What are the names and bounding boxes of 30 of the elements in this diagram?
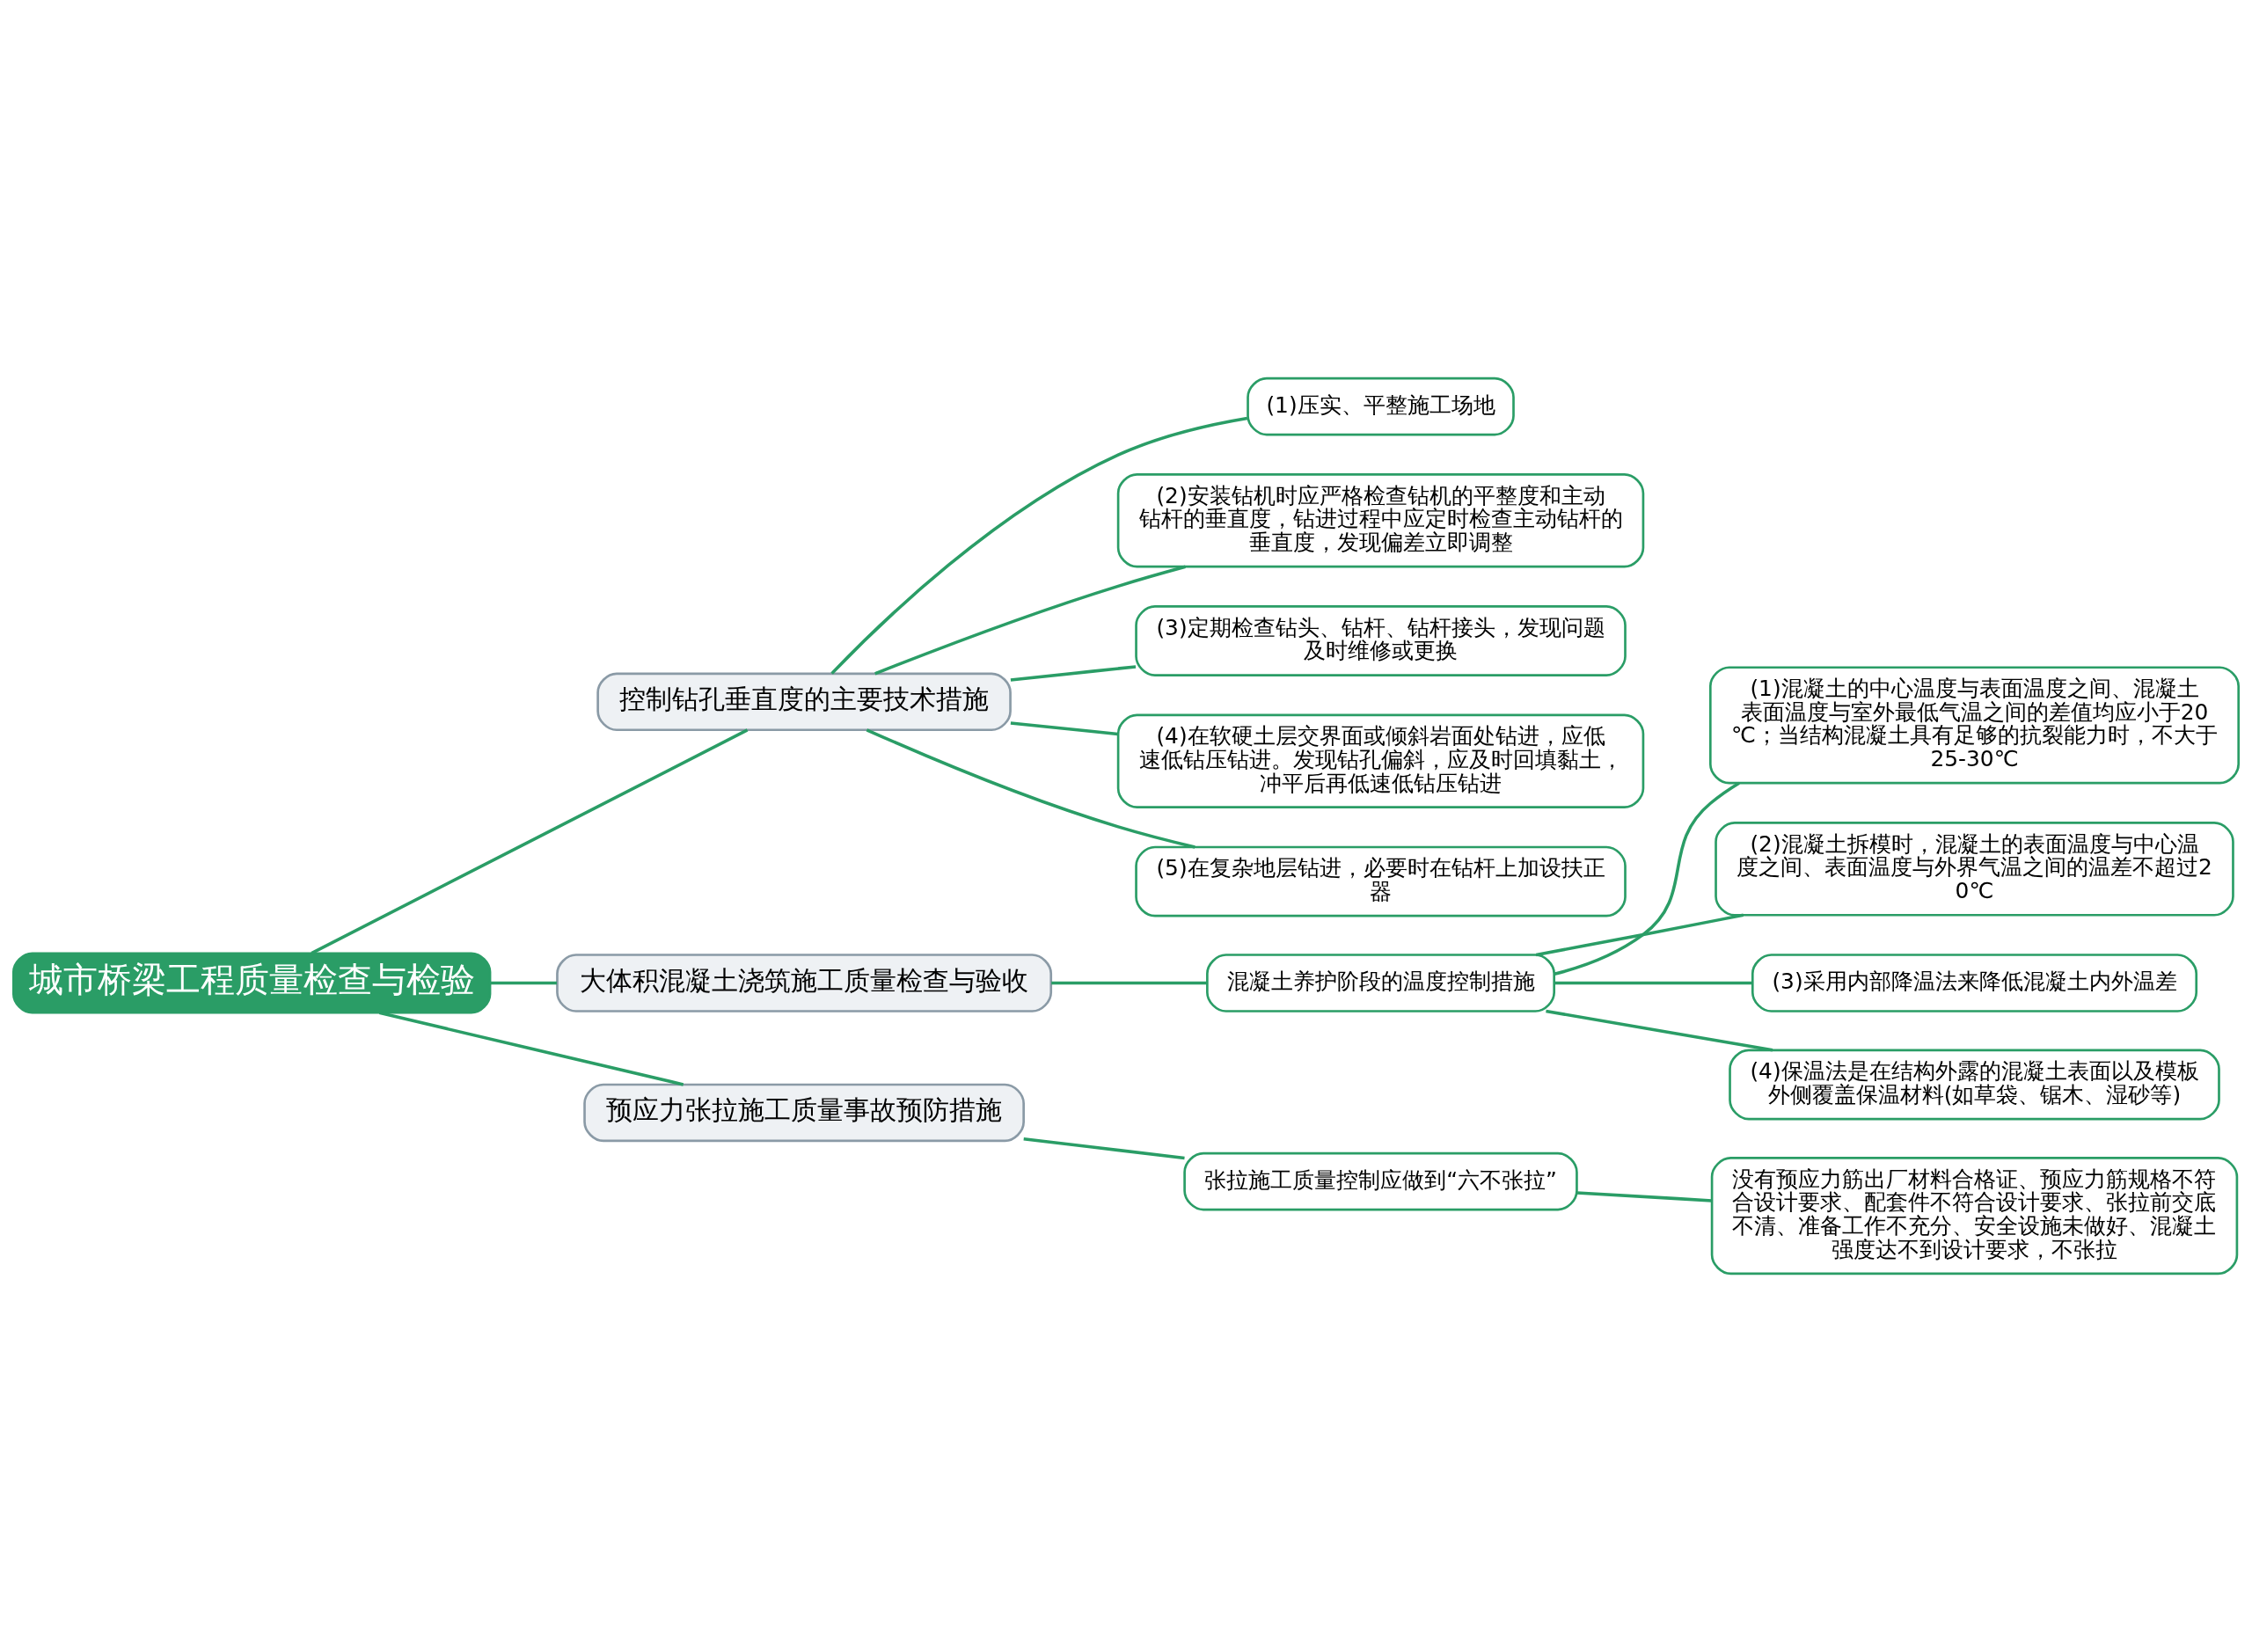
node-box: (1)压实、平整施工场地: [1247, 376, 1515, 436]
node-box: 控制钻孔垂直度的主要技术措施: [596, 672, 1012, 732]
node-box: (4)保温法是在结构外露的混凝土表面以及模板外侧覆盖保温材料(如草袋、锯木、湿砂等): [1729, 1049, 2220, 1121]
node-box: (5)在复杂地层钻进，必要时在钻杆上加设扶正器: [1135, 845, 1627, 917]
connector: [1010, 721, 1118, 736]
node-box: 张拉施工质量控制应做到“六不张拉”: [1183, 1151, 1578, 1211]
connector: [1576, 1191, 1713, 1202]
connector: [1546, 1009, 1773, 1052]
connector: [1010, 665, 1137, 682]
connector: [490, 981, 557, 985]
node-box: (2)混凝土拆模时，混凝土的表面温度与中心温度之间、表面温度与外界气温之间的温差不超过20℃: [1715, 822, 2234, 917]
connector: [378, 1011, 684, 1086]
node-box: (1)混凝土的中心温度与表面温度之间、混凝土表面温度与室外最低气温之间的差值均应小于20℃；当结构混凝土具有足够的抗裂能力时，不大于25-30℃: [1709, 666, 2240, 785]
connector: [311, 728, 749, 955]
connector: [1554, 781, 1740, 976]
node-box: 混凝土养护阶段的温度控制措施: [1206, 954, 1555, 1012]
connector: [866, 728, 1195, 849]
connector: [830, 416, 1248, 675]
connector: [1051, 981, 1208, 985]
node-box: 没有预应力筋出厂材料合格证、预应力筋规格不符合设计要求、配套件不符合设计要求、张拉前交底不清、准备工作不充分、安全设施未做好、混凝土强度达不到设计要求，不张拉: [1710, 1157, 2239, 1276]
node-box: (4)在软硬土层交界面或倾斜岩面处钻进，应低速低钻压钻进。发现钻孔偏斜，应及时回填黏土，冲平后再低速低钻压钻进: [1116, 713, 1645, 809]
node-box: (3)采用内部降温法来降低混凝土内外温差: [1751, 954, 2198, 1012]
node-box: 大体积混凝土浇筑施工质量检查与验收: [556, 954, 1053, 1012]
node-box: (2)安装钻机时应严格检查钻机的平整度和主动钻杆的垂直度，钻进过程中应定时检查主动钻杆的垂直度，发现偏差立即调整: [1116, 473, 1645, 568]
connector: [1535, 913, 1744, 957]
connector: [1554, 981, 1752, 985]
node-box: (3)定期检查钻头、钻杆、钻杆接头，发现问题及时维修或更换: [1135, 605, 1627, 676]
connector: [1023, 1137, 1185, 1160]
node-box: 城市桥梁工程质量检查与检验: [12, 952, 492, 1014]
node-box: 预应力张拉施工质量事故预防措施: [583, 1083, 1025, 1143]
